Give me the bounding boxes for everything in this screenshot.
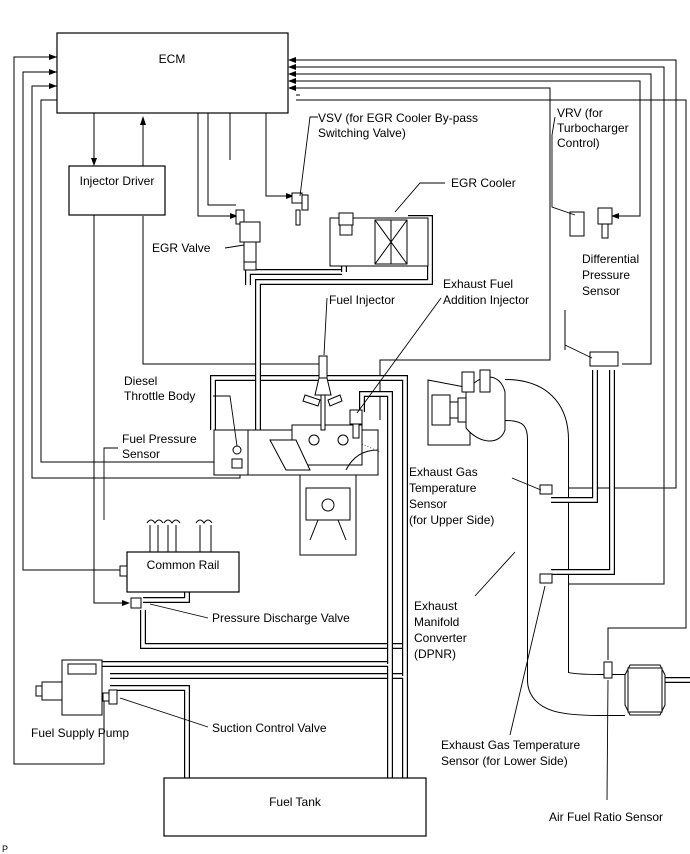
vrv-part — [569, 207, 613, 239]
air-fuel-ratio-label: Air Fuel Ratio Sensor — [549, 810, 663, 824]
leader-lines — [103, 116, 609, 801]
vsv-label-line2: Switching Valve) — [318, 126, 406, 140]
vrv-label-line1: VRV (for — [557, 106, 603, 120]
vsv-label-line1: VSV (for EGR Cooler By-pass — [318, 111, 478, 125]
fuel-supply-pump-label: Fuel Supply Pump — [31, 726, 129, 740]
ecm-wiring — [13, 54, 687, 765]
ecm-block: ECM — [56, 32, 289, 114]
common-rail-label: Common Rail — [147, 558, 220, 572]
diff-pressure-label-line3: Sensor — [582, 284, 620, 298]
egt-upper-label-line3: Sensor — [409, 497, 447, 511]
manifold-label-line4: (DPNR) — [414, 647, 456, 661]
fuel-tank-label: Fuel Tank — [269, 795, 322, 809]
catalytic-converter-part — [603, 661, 666, 716]
fuel-supply-pump-part — [35, 659, 118, 716]
egt-lower-label-line1: Exhaust Gas Temperature — [441, 738, 581, 752]
ecm-label: ECM — [159, 52, 186, 66]
diff-pressure-label-line2: Pressure — [582, 268, 630, 282]
pressure-discharge-valve-part — [130, 597, 142, 609]
manifold-label-line1: Exhaust — [414, 599, 458, 613]
egt-upper-label-line4: (for Upper Side) — [409, 513, 494, 527]
diesel-throttle-label-line2: Throttle Body — [124, 389, 195, 403]
vrv-label-line2: Turbocharger — [557, 121, 629, 135]
fuel-tank-block: Fuel Tank — [163, 777, 427, 837]
injector-driver-block: Injector Driver — [68, 165, 166, 216]
corner-mark: P — [2, 844, 8, 854]
fuel-pressure-label-line2: Sensor — [122, 447, 160, 461]
egr-cooler-label: EGR Cooler — [451, 176, 516, 190]
exhaust-fuel-label-line1: Exhaust Fuel — [443, 277, 513, 291]
egr-valve-part — [235, 209, 261, 271]
manifold-label-line3: Converter — [414, 631, 467, 645]
exhaust-pipes — [427, 379, 690, 716]
fuel-injector-part — [302, 355, 343, 431]
egr-valve-label: EGR Valve — [152, 241, 211, 255]
egt-lower-label-line2: Sensor (for Lower Side) — [441, 754, 568, 768]
fuel-pressure-label-line1: Fuel Pressure — [122, 432, 197, 446]
turbocharger-part — [431, 369, 506, 442]
common-rail-block: Common Rail — [119, 519, 240, 593]
egt-upper-label-line2: Temperature — [409, 481, 477, 495]
vrv-label-line3: Control) — [557, 136, 600, 150]
manifold-label-line2: Manifold — [414, 615, 459, 629]
sensor-leads — [551, 310, 615, 575]
suction-control-label: Suction Control Valve — [212, 721, 327, 735]
exhaust-fuel-label-line2: Addition Injector — [443, 293, 529, 307]
pressure-discharge-label: Pressure Discharge Valve — [212, 611, 350, 625]
egt-upper-label-line1: Exhaust Gas — [409, 465, 478, 479]
fuel-injector-label: Fuel Injector — [329, 293, 395, 307]
diesel-throttle-label-line1: Diesel — [124, 374, 157, 388]
fuel-pipes — [100, 375, 408, 778]
differential-pressure-sensor-part — [589, 351, 619, 367]
exhaust-fuel-addition-injector-part — [349, 409, 381, 453]
engine-head — [247, 424, 379, 556]
injector-driver-label: Injector Driver — [80, 174, 155, 188]
callout-labels: VSV (for EGR Cooler By-pass Switching Va… — [2, 106, 663, 854]
vsv-part — [291, 192, 309, 226]
diff-pressure-label-line1: Differential — [582, 252, 639, 266]
egr-cooler-part — [329, 212, 429, 267]
